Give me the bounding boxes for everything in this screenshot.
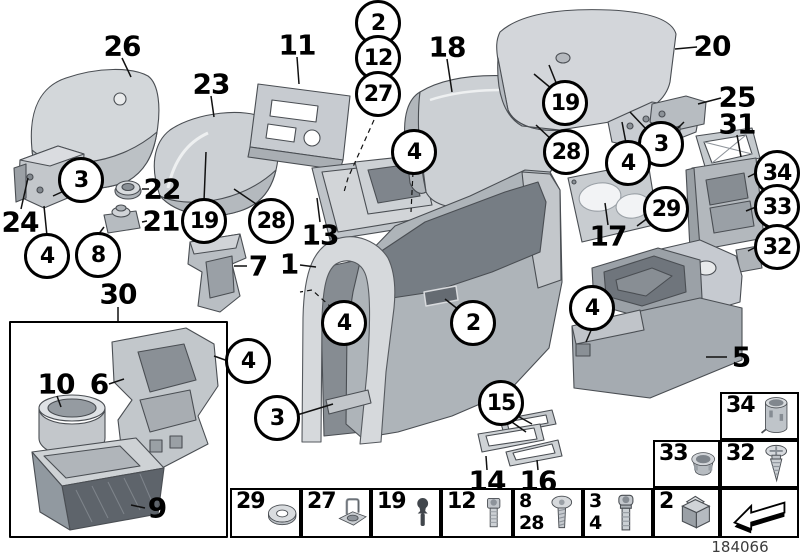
callout-label-13[interactable]: 13	[301, 218, 340, 252]
part-16-frame-shape	[505, 439, 563, 467]
legend-box-27[interactable]: 27	[301, 488, 371, 538]
part-5-shape	[571, 239, 743, 399]
part-7-shape	[187, 233, 247, 313]
callout-label-18[interactable]: 18	[428, 30, 467, 64]
callout-circle-4[interactable]: 4	[569, 285, 615, 331]
callout-circle-33[interactable]: 33	[754, 184, 800, 230]
callout-label-31[interactable]: 31	[718, 107, 757, 141]
callout-circle-29[interactable]: 29	[643, 186, 689, 232]
tapping-screw-icon	[755, 443, 797, 484]
legend-label-19: 19	[377, 489, 407, 514]
callout-label-24[interactable]: 24	[1, 205, 40, 239]
callout-circle-3[interactable]: 3	[58, 157, 104, 203]
callout-circle-4[interactable]: 4	[321, 300, 367, 346]
doc-number: 184066	[711, 538, 769, 556]
legend-box-labels: 19	[373, 489, 407, 536]
legend-box-labels: 34	[722, 393, 756, 438]
callout-label-26[interactable]: 26	[103, 29, 142, 63]
part-21-switch-shape	[103, 204, 141, 234]
part-22-grommet-shape	[114, 180, 142, 200]
callout-label-10[interactable]: 10	[37, 367, 76, 401]
callout-circle-15[interactable]: 15	[478, 380, 524, 426]
socket-bolt-icon	[476, 491, 511, 534]
callout-label-1[interactable]: 1	[279, 247, 300, 281]
callout-circle-28[interactable]: 28	[543, 129, 589, 175]
legend-box-19[interactable]: 19	[371, 488, 441, 538]
cage-nut-icon	[673, 491, 718, 534]
legend-box-labels: 2	[655, 489, 674, 536]
legend-label-27: 27	[307, 489, 337, 514]
legend-label-32: 32	[726, 441, 756, 466]
screw-icon	[543, 491, 581, 534]
legend-label-28: 28	[519, 511, 544, 534]
legend-label-33: 33	[659, 441, 689, 466]
pin-icon	[406, 491, 439, 534]
legend-label-4: 4	[589, 511, 602, 534]
legend-box-labels: 29	[232, 489, 266, 536]
callout-circle-32[interactable]: 32	[754, 224, 800, 270]
clamp-icon	[336, 491, 369, 534]
legend-label-2: 2	[659, 489, 674, 514]
callout-label-17[interactable]: 17	[589, 219, 628, 253]
part-31-shape	[685, 127, 765, 273]
leader-lines	[20, 46, 757, 509]
legend-box-29[interactable]: 29	[230, 488, 301, 538]
callout-label-25[interactable]: 25	[718, 80, 757, 114]
callout-label-7[interactable]: 7	[248, 249, 269, 283]
legend-label-34: 34	[726, 393, 756, 418]
callout-circle-4[interactable]: 4	[391, 129, 437, 175]
group-30-box	[9, 321, 228, 538]
torx-bolt-icon	[601, 491, 651, 534]
callout-circle-19[interactable]: 19	[542, 80, 588, 126]
callout-circle-4[interactable]: 4	[225, 338, 271, 384]
legend-label-29: 29	[236, 489, 266, 514]
callout-circle-27[interactable]: 27	[355, 71, 401, 117]
part-9-shape	[31, 437, 165, 531]
callout-circle-28[interactable]: 28	[248, 198, 294, 244]
socket-ring-icon	[688, 443, 718, 484]
callout-circle-8[interactable]: 8	[75, 232, 121, 278]
callout-label-5[interactable]: 5	[731, 340, 752, 374]
legend-box-labels: 12	[443, 489, 477, 536]
part-10-shape	[38, 394, 106, 457]
lighter-socket-icon	[755, 395, 797, 436]
direction-arrow-icon	[722, 491, 797, 534]
callout-circle-4[interactable]: 4	[24, 233, 70, 279]
callout-label-22[interactable]: 22	[143, 172, 182, 206]
legend-label-3: 3	[589, 490, 602, 512]
callout-label-6[interactable]: 6	[89, 367, 110, 401]
legend-box-34[interactable]: 34	[720, 392, 799, 440]
callout-label-30[interactable]: 30	[99, 277, 138, 311]
callout-label-21[interactable]: 21	[142, 204, 181, 238]
callout-label-23[interactable]: 23	[192, 67, 231, 101]
callout-circle-19[interactable]: 19	[181, 198, 227, 244]
legend-box-labels: 33	[655, 441, 689, 486]
callout-label-20[interactable]: 20	[693, 29, 732, 63]
legend-label-12: 12	[447, 489, 477, 514]
callout-label-9[interactable]: 9	[147, 491, 168, 525]
legend-box-direction-arrow-icon[interactable]	[720, 488, 799, 538]
legend-box-32[interactable]: 32	[720, 440, 799, 488]
washer-icon	[265, 491, 299, 534]
legend-box-labels: 32	[722, 441, 756, 486]
callout-circle-4[interactable]: 4	[605, 140, 651, 186]
legend-box-12[interactable]: 12	[441, 488, 513, 538]
part-11-shape	[247, 83, 351, 171]
callout-circle-2[interactable]: 2	[450, 300, 496, 346]
part-20-shape	[496, 9, 677, 131]
callout-label-11[interactable]: 11	[278, 28, 317, 62]
legend-label-8: 8	[519, 490, 532, 512]
legend-box-labels: 27	[303, 489, 337, 536]
callout-circle-3[interactable]: 3	[254, 395, 300, 441]
legend-box-2[interactable]: 2	[653, 488, 720, 538]
legend-box-33[interactable]: 33	[653, 440, 720, 488]
part-6-shape	[111, 327, 219, 469]
